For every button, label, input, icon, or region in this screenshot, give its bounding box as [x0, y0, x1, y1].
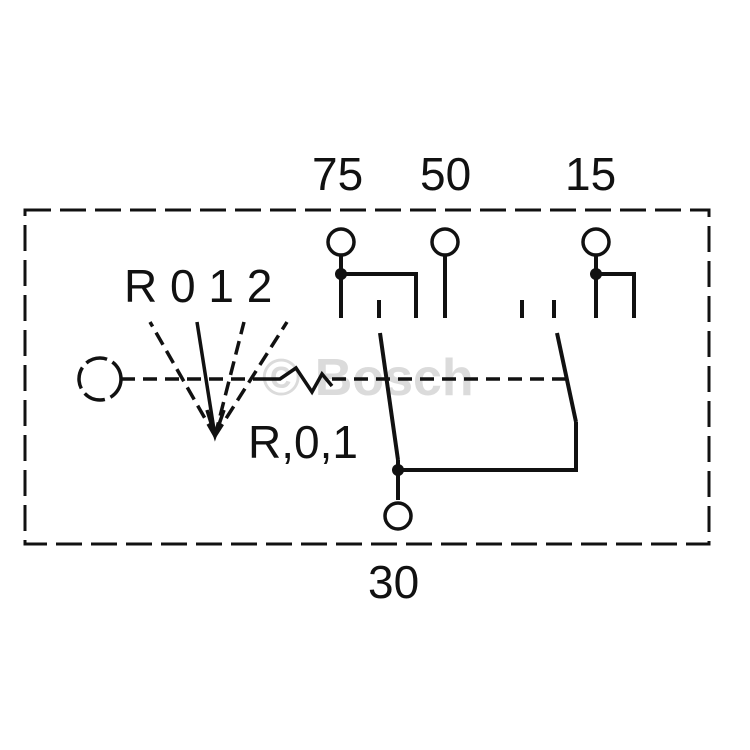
contact-positions-label: R,0,1 [248, 416, 358, 468]
terminal-15-pin [581, 227, 611, 257]
terminal-label-75: 75 [312, 148, 363, 200]
terminal-label-30: 30 [368, 556, 419, 608]
terminal-75-pin [326, 227, 356, 257]
selector-fan [148, 321, 289, 437]
junction-dot-75 [335, 268, 347, 280]
terminal-30-pin [383, 501, 413, 531]
key-knob [77, 356, 123, 402]
terminal-50-pin [430, 227, 460, 257]
junction-dot-30 [392, 464, 404, 476]
movable-contact-left [378, 332, 400, 461]
spring-zigzag [258, 365, 334, 396]
selector-arrowhead [205, 409, 226, 442]
key-positions-label: R 0 1 2 [124, 260, 272, 312]
housing-outline [23, 208, 711, 546]
movable-contact-right [555, 332, 578, 423]
junction-dot-15 [590, 268, 602, 280]
terminal-label-50: 50 [420, 148, 471, 200]
terminal-label-15: 15 [565, 148, 616, 200]
